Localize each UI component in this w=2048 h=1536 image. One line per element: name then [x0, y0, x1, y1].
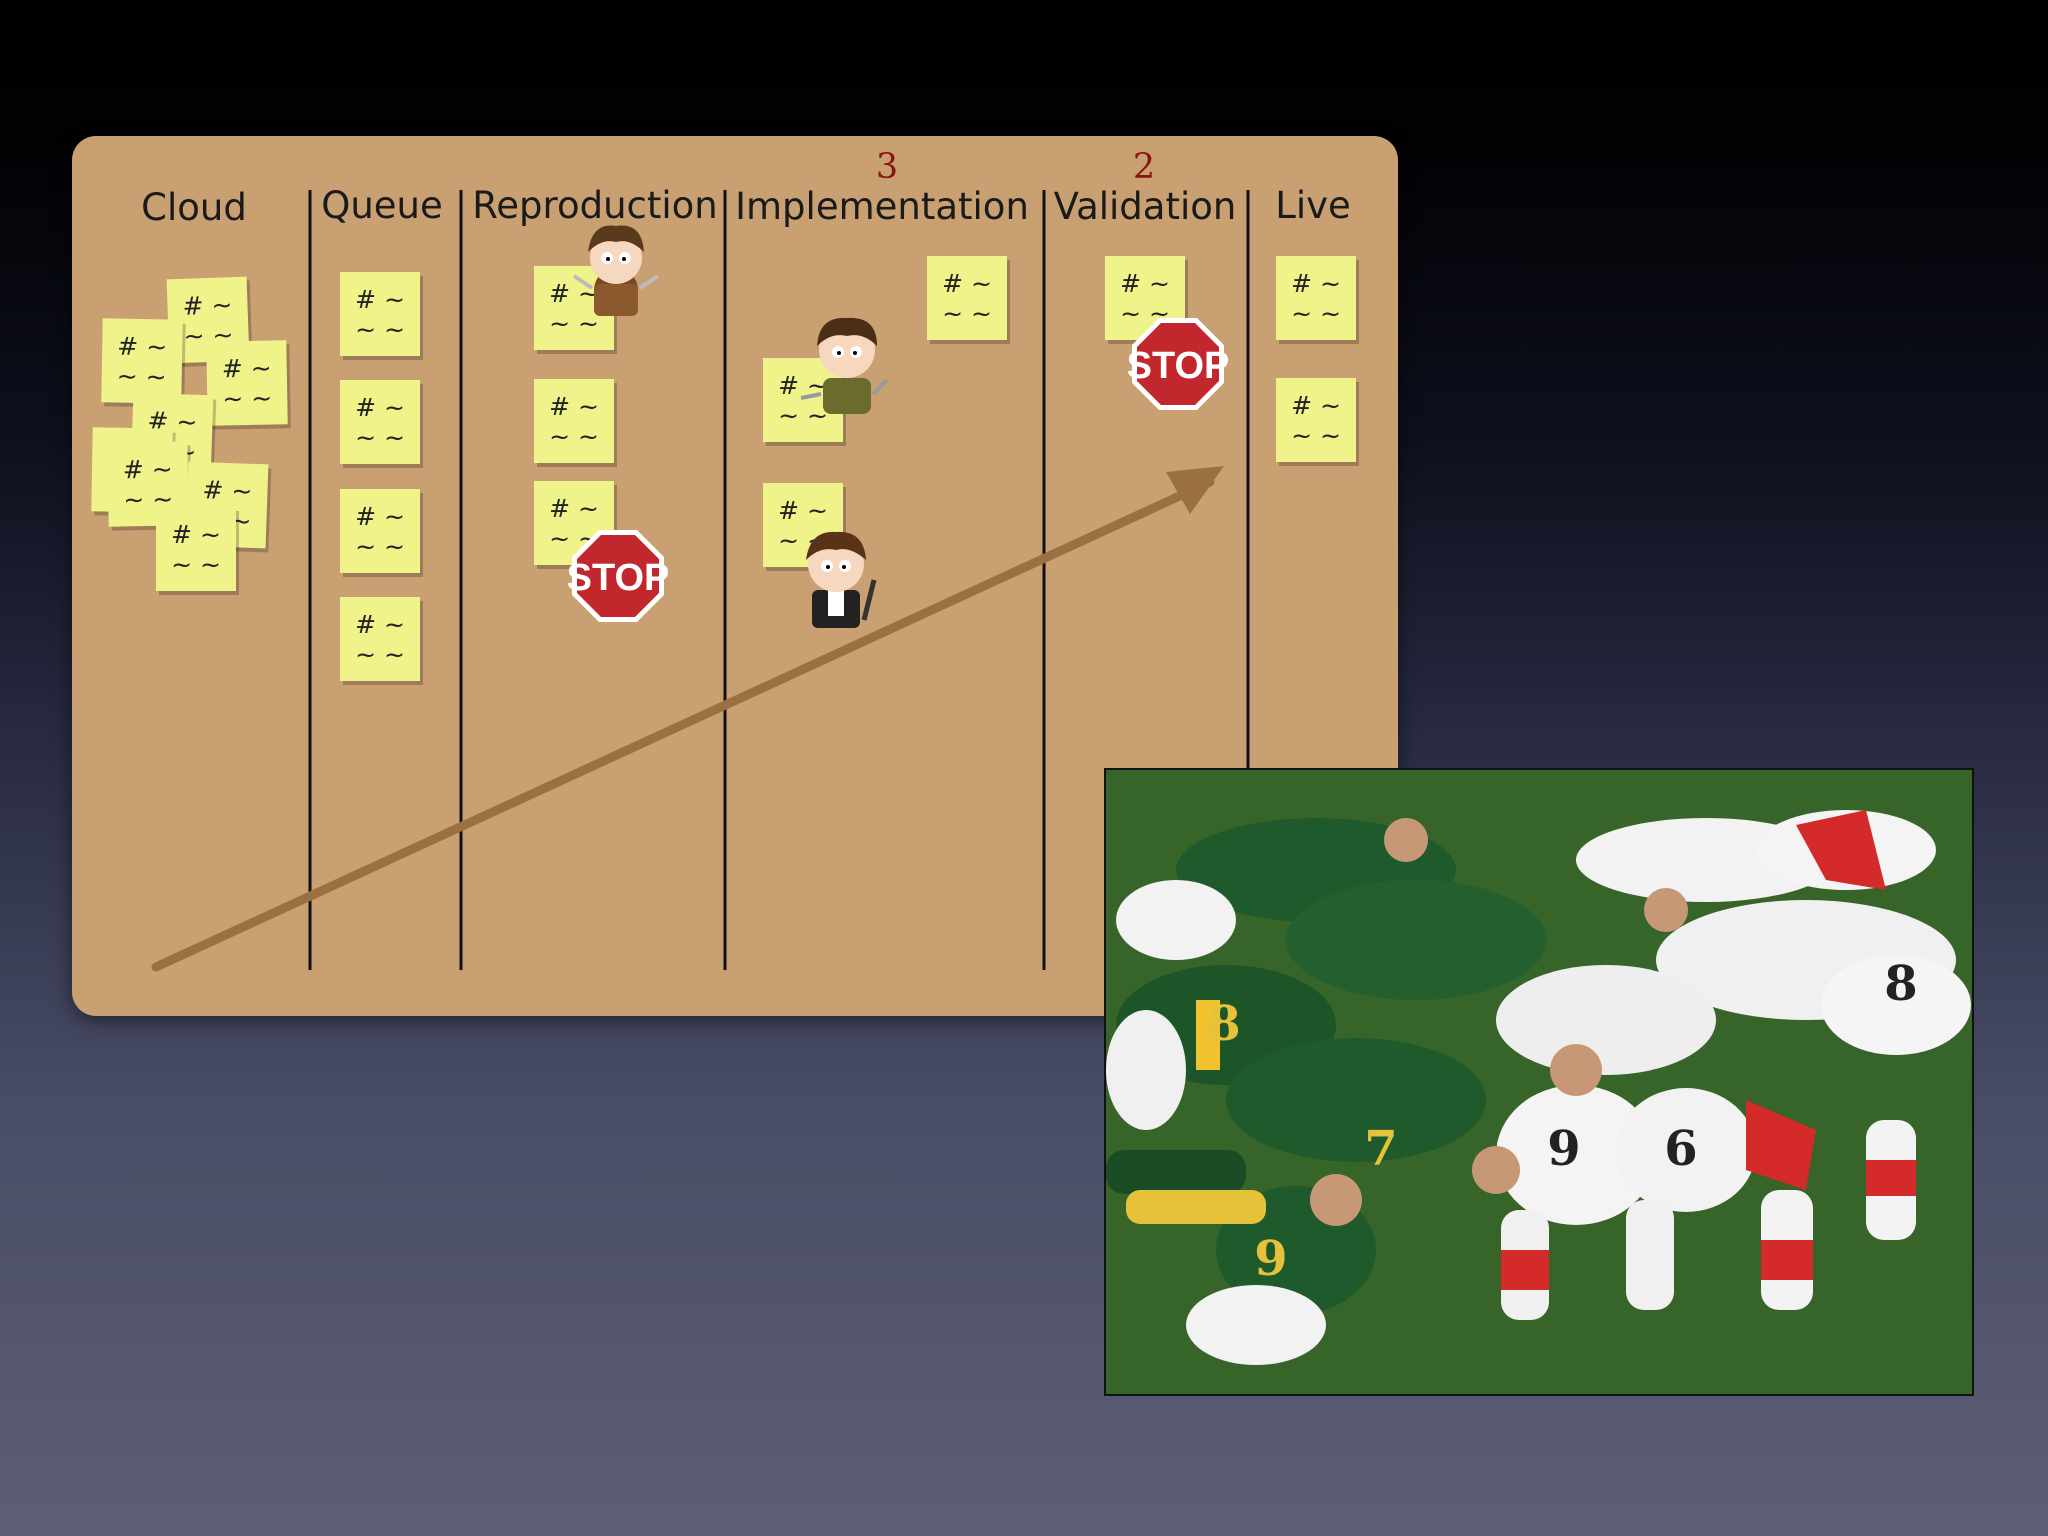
sticky-note-line: # ~ — [182, 290, 233, 321]
sticky-note-line: # ~ — [355, 285, 405, 314]
rugby-scrum-photo: 8 7 9 9 6 8 — [1104, 768, 1974, 1396]
jersey-number: 6 — [1664, 1121, 1697, 1177]
stop-sign-validation: STOP — [1127, 318, 1230, 410]
sticky-note-line: ~ ~ — [355, 640, 405, 669]
sticky-note-queue[interactable]: # ~~ ~ — [340, 380, 423, 468]
sticky-note-queue[interactable]: # ~~ ~ — [340, 272, 423, 360]
wip-limit-validation: 2 — [1133, 147, 1155, 187]
kanban-board-drawing: Cloud Queue Reproduction Implementation … — [91, 147, 1359, 972]
column-dividers — [308, 190, 1250, 970]
player-heads — [1310, 818, 1688, 1226]
sticky-note-implementation[interactable]: # ~~ ~ — [927, 256, 1010, 344]
sticky-note-live[interactable]: # ~~ ~ — [1276, 378, 1359, 466]
sticky-note-line: ~ ~ — [942, 299, 992, 328]
avatar-reproduction — [572, 225, 660, 316]
sticky-note-line: ~ ~ — [355, 532, 405, 561]
column-title-validation: Validation — [1054, 185, 1237, 228]
sticky-note-queue[interactable]: # ~~ ~ — [340, 489, 423, 577]
column-title-live: Live — [1275, 184, 1351, 227]
jersey-number: 9 — [1547, 1121, 1580, 1177]
sticky-note-line: # ~ — [117, 332, 167, 362]
sticky-note-line: # ~ — [778, 496, 828, 525]
sticky-note-line: ~ ~ — [1291, 299, 1341, 328]
sticky-note-live[interactable]: # ~~ ~ — [1276, 256, 1359, 344]
sticky-note-line: ~ ~ — [1291, 421, 1341, 450]
sticky-note-line: # ~ — [355, 393, 405, 422]
sticky-note-line: # ~ — [355, 502, 405, 531]
white-team-players — [1496, 810, 1971, 1320]
sticky-note-line: # ~ — [222, 354, 272, 384]
sticky-note-line: # ~ — [549, 279, 599, 308]
sticky-note-line: ~ ~ — [549, 422, 599, 451]
sticky-note-line: ~ ~ — [549, 309, 599, 338]
sticky-note-cloud[interactable]: # ~~ ~ — [156, 507, 239, 595]
wip-limit-implementation: 3 — [876, 147, 898, 187]
sticky-notes: # ~~ ~# ~~ ~# ~~ ~# ~~ ~# ~~ ~# ~~ ~# ~~… — [91, 256, 1359, 685]
stop-sign-reproduction: STOP — [567, 530, 670, 622]
sticky-note-queue[interactable]: # ~~ ~ — [340, 597, 423, 685]
column-title-queue: Queue — [321, 184, 443, 227]
sticky-note-line: ~ ~ — [222, 384, 272, 414]
sticky-note-line: ~ ~ — [355, 315, 405, 344]
sticky-note-line: # ~ — [123, 455, 173, 485]
jersey-number: 8 — [1207, 996, 1240, 1052]
rugby-scrum-illustration: 8 7 9 9 6 8 — [1106, 770, 1972, 1394]
sticky-note-line: # ~ — [1120, 269, 1170, 298]
sticky-note-line: # ~ — [549, 392, 599, 421]
column-title-implementation: Implementation — [735, 185, 1029, 228]
sticky-note-implementation[interactable]: # ~~ ~ — [763, 483, 846, 571]
avatar-implementation-1 — [800, 317, 889, 414]
sticky-note-line: # ~ — [942, 269, 992, 298]
sticky-note-line: # ~ — [549, 494, 599, 523]
sticky-note-cloud[interactable]: # ~~ ~ — [206, 340, 291, 430]
sticky-note-line: # ~ — [355, 610, 405, 639]
sticky-note-line: # ~ — [1291, 391, 1341, 420]
sticky-note-line: ~ ~ — [355, 423, 405, 452]
stop-sign-label: STOP — [1127, 345, 1230, 387]
sticky-note-reproduction[interactable]: # ~~ ~ — [534, 379, 617, 467]
column-title-reproduction: Reproduction — [472, 184, 718, 227]
jersey-number: 7 — [1364, 1121, 1397, 1177]
avatar-implementation-2 — [806, 531, 877, 628]
column-title-cloud: Cloud — [141, 186, 247, 229]
flow-arrow — [151, 466, 1224, 972]
sticky-note-line: ~ ~ — [778, 401, 828, 430]
jersey-number: 8 — [1884, 956, 1917, 1012]
sticky-note-cloud[interactable]: # ~~ ~ — [101, 318, 186, 408]
stop-sign-label: STOP — [567, 557, 670, 599]
sticky-note-line: ~ ~ — [171, 550, 221, 579]
sticky-note-line: # ~ — [1291, 269, 1341, 298]
sticky-note-line: # ~ — [202, 475, 253, 506]
jersey-number: 9 — [1254, 1231, 1287, 1287]
sticky-note-line: ~ ~ — [117, 362, 167, 392]
jersey-numbers: 8 7 9 9 6 8 — [1207, 956, 1917, 1287]
sticky-note-line: # ~ — [171, 520, 221, 549]
